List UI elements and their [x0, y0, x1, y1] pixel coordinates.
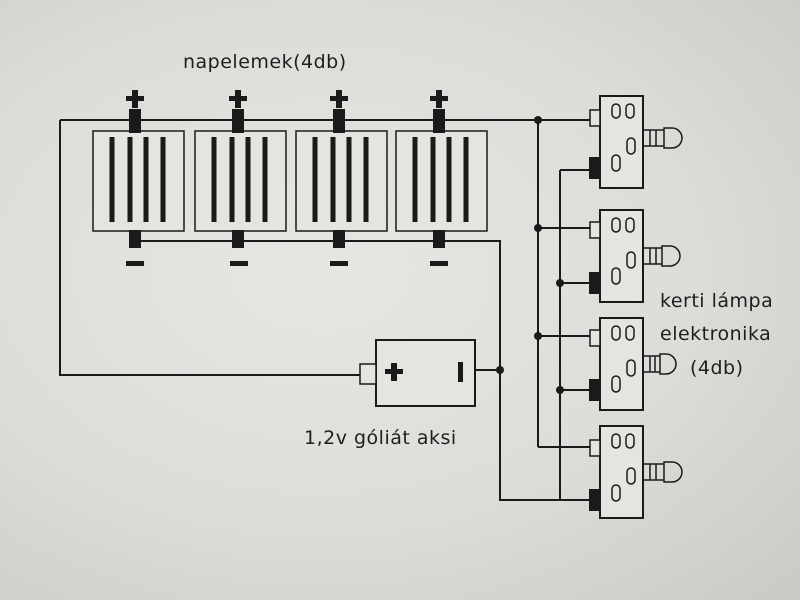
panel-terminal-marks [126, 90, 448, 266]
solar-panel-3 [295, 109, 388, 248]
positive-bus-wire [59, 119, 590, 376]
lamp-module-3 [538, 317, 677, 411]
lamp-label-line-3: (4db) [690, 357, 744, 379]
battery [359, 339, 476, 407]
junction-dots [496, 116, 564, 394]
lamp-label-line-1: kerti lámpa [660, 290, 774, 312]
solar-panels-label: napelemek(4db) [183, 51, 347, 73]
lamp-module-4 [538, 425, 683, 519]
lamp-label-line-2: elektronika [660, 323, 772, 345]
lamp-module-1 [538, 95, 683, 189]
lamp-module-2 [538, 209, 681, 303]
battery-label: 1,2v góliát aksi [304, 427, 457, 449]
solar-panel-1 [92, 109, 185, 248]
solar-panel-4 [395, 109, 488, 248]
solar-panel-2 [194, 109, 287, 248]
